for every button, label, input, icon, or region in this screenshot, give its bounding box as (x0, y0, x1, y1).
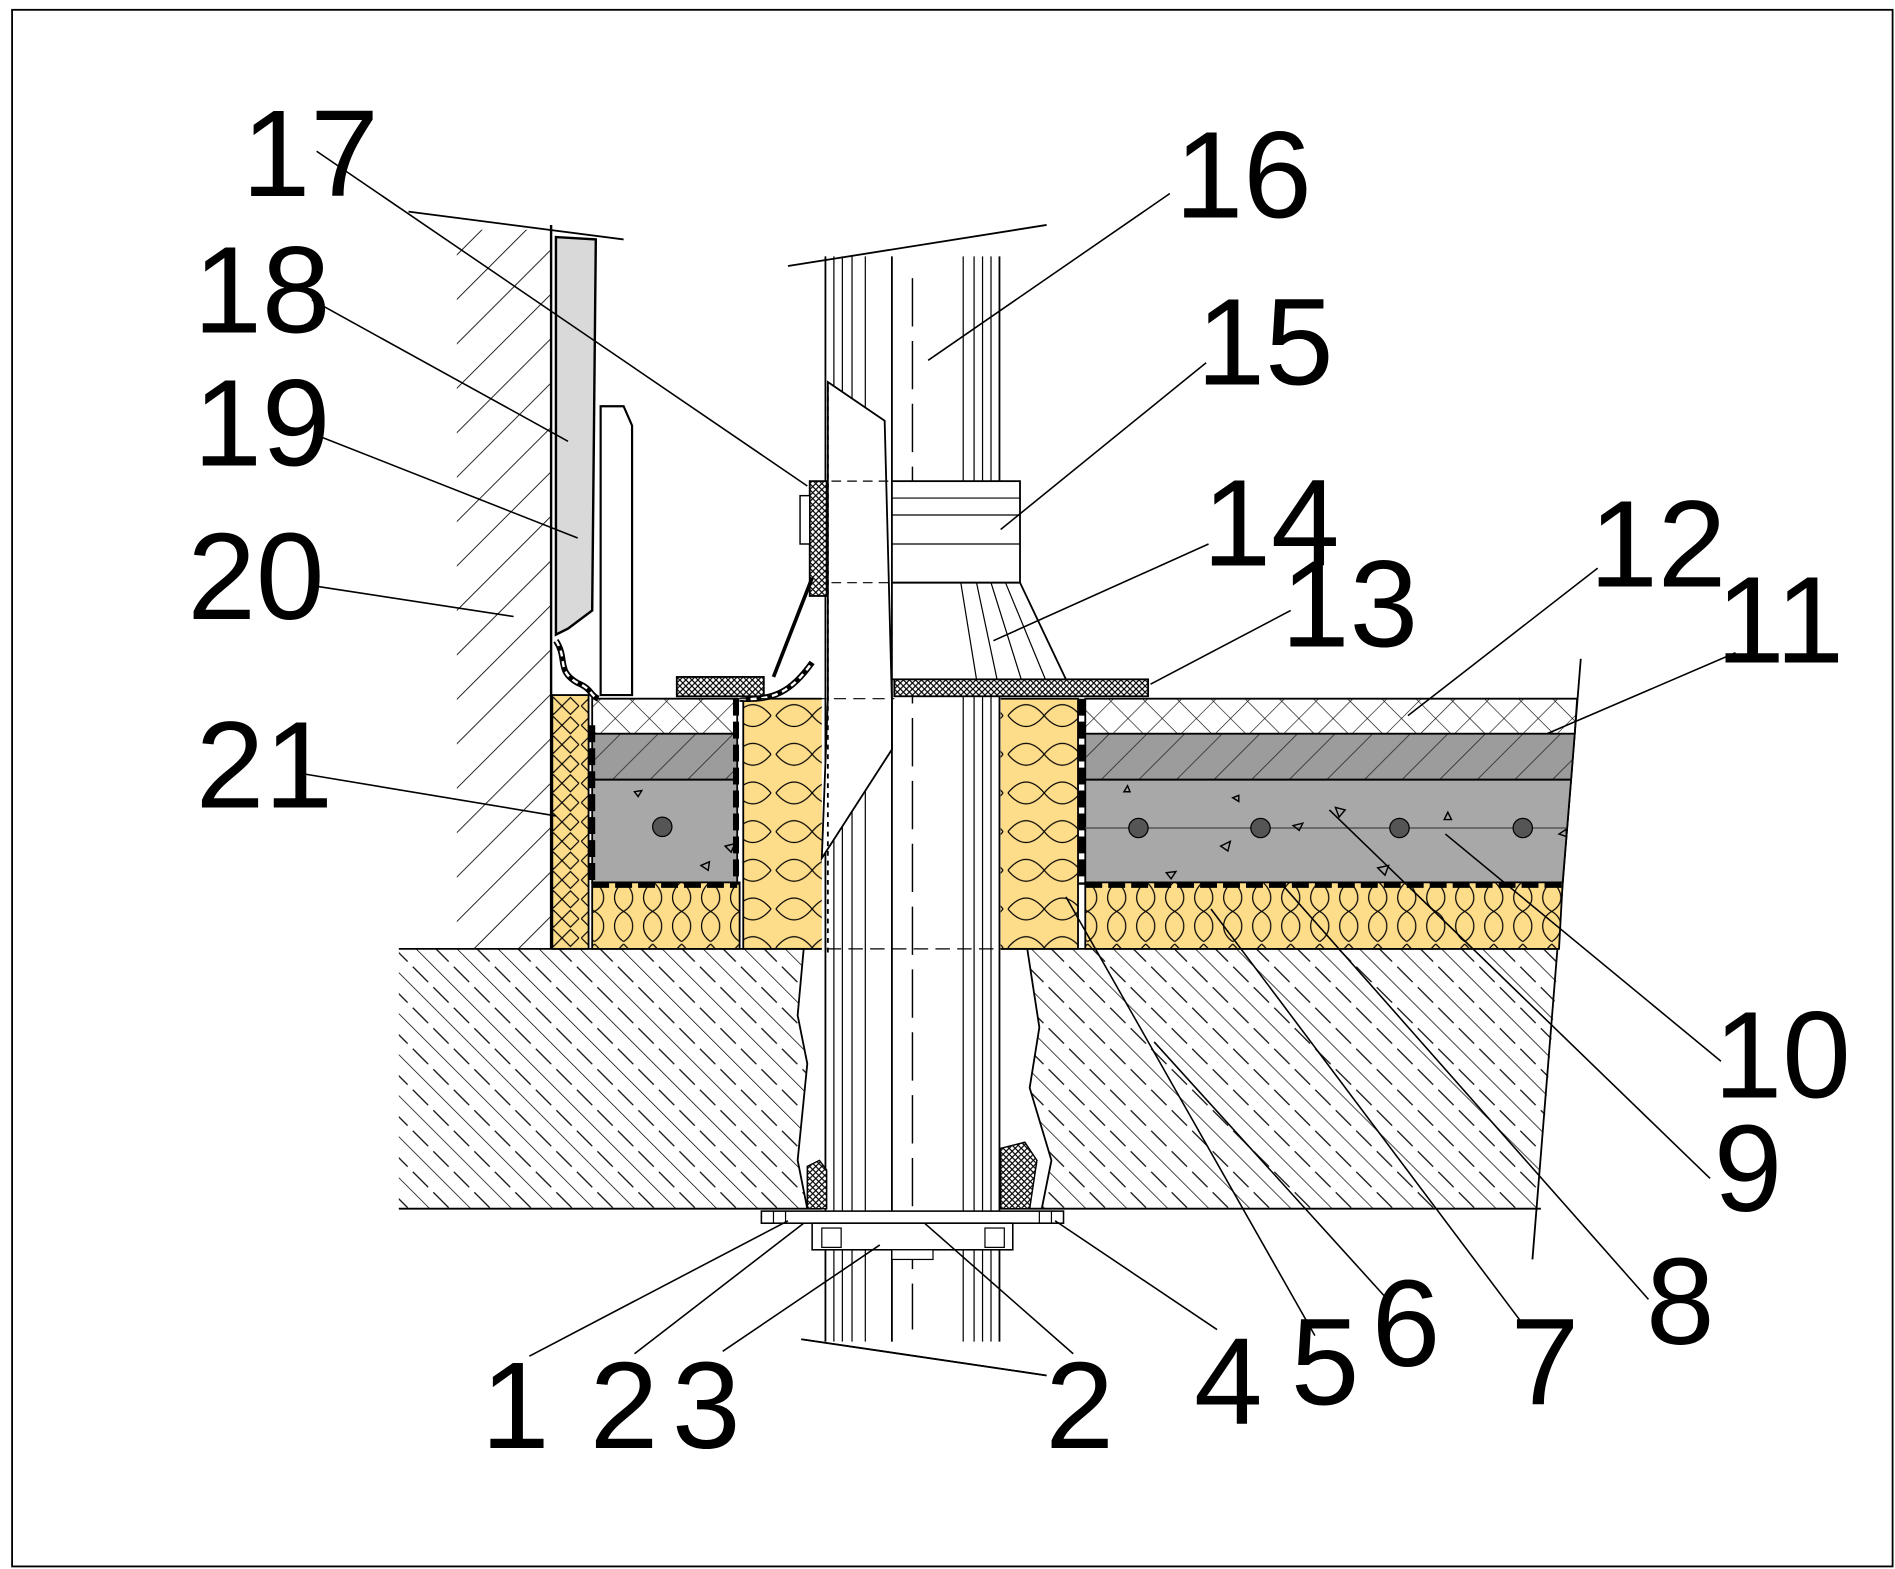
label-13: 13 (1281, 536, 1418, 674)
label-2a: 2 (590, 1337, 659, 1475)
label-5: 5 (1291, 1293, 1360, 1431)
label-7: 7 (1511, 1293, 1580, 1431)
leader-lines (302, 150, 1736, 1377)
floor-finish-right (1084, 697, 1579, 735)
label-10: 10 (1714, 987, 1851, 1125)
label-15: 15 (1196, 273, 1333, 411)
label-20: 20 (187, 508, 324, 646)
wall (456, 229, 552, 949)
pipe-insulation-left (742, 697, 827, 950)
frame-border (11, 8, 1894, 1568)
insulation-right (1084, 881, 1564, 950)
bottom-fittings (760, 1141, 1065, 1261)
label-16: 16 (1175, 107, 1312, 245)
pipe-collar (831, 480, 1021, 584)
sealing-plate (893, 678, 1150, 698)
label-4: 4 (1194, 1313, 1263, 1451)
insulation-left (591, 881, 741, 950)
label-3: 3 (672, 1337, 741, 1475)
label-2b: 2 (1045, 1337, 1114, 1475)
label-9: 9 (1714, 1100, 1783, 1238)
wall-cladding (554, 235, 598, 637)
callout-labels: 1 2 3 2 4 5 6 7 8 9 10 11 12 13 14 15 16… (187, 85, 1851, 1475)
sealing-plate-left (675, 676, 765, 698)
floor-slab-right (1027, 948, 1560, 1209)
label-11: 11 (1716, 551, 1844, 689)
wall-sealant (553, 639, 600, 702)
label-6: 6 (1372, 1255, 1441, 1393)
skirting-board (599, 405, 634, 697)
screed-aggregate (633, 784, 1568, 880)
label-17: 17 (242, 85, 379, 223)
pipe-insulation-right (997, 697, 1079, 950)
floor-finish-left (591, 697, 739, 735)
label-18: 18 (193, 222, 330, 360)
label-14: 14 (1203, 455, 1340, 593)
edge-insulation-strip (551, 694, 590, 950)
label-21: 21 (196, 696, 333, 834)
break-line-top (408, 210, 624, 241)
screed-lower-right (1084, 778, 1573, 884)
label-8: 8 (1646, 1233, 1715, 1371)
label-1: 1 (481, 1337, 550, 1475)
label-19: 19 (193, 354, 330, 492)
label-12: 12 (1589, 475, 1726, 613)
sealing-cone (891, 581, 1068, 681)
floor-slab-left (398, 948, 808, 1209)
